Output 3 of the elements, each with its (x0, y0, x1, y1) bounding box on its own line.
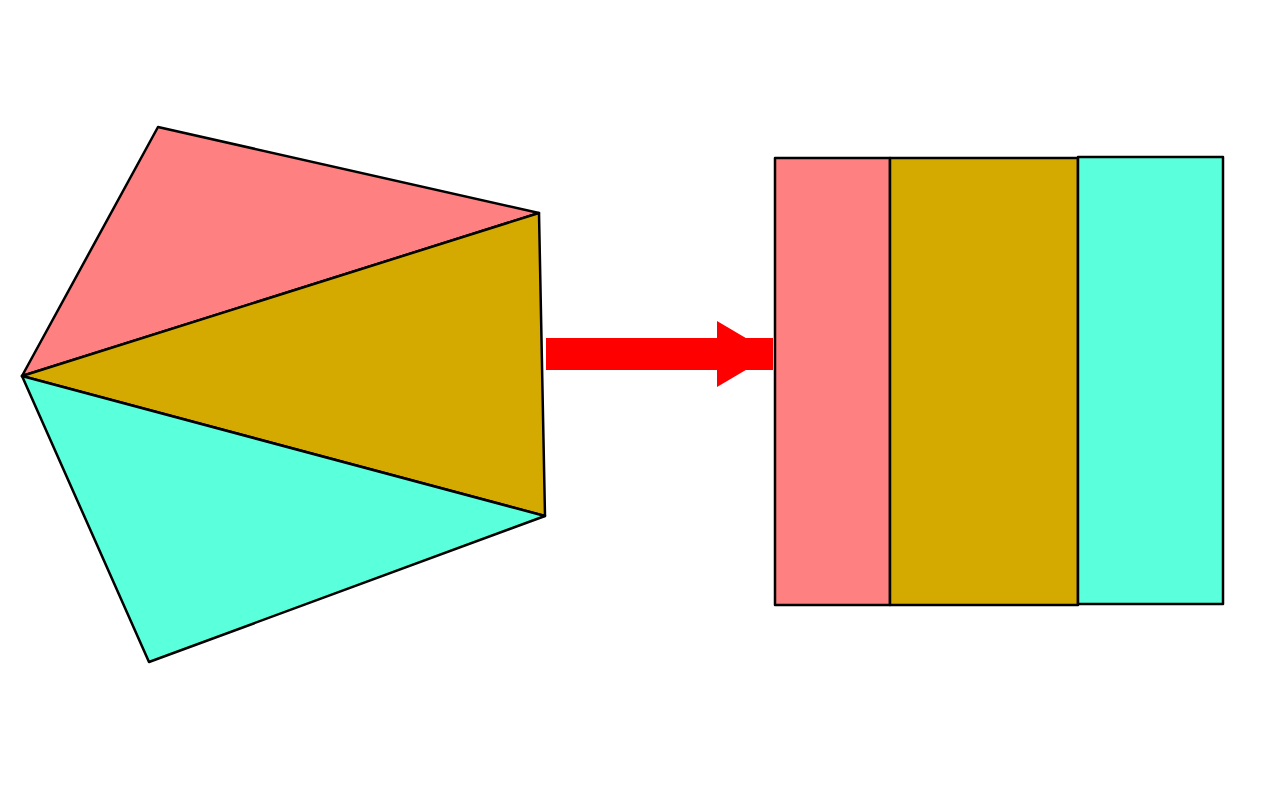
pentagon-drawing (22, 127, 546, 662)
rectangle-drawing (775, 157, 1224, 606)
arrow (546, 321, 773, 387)
